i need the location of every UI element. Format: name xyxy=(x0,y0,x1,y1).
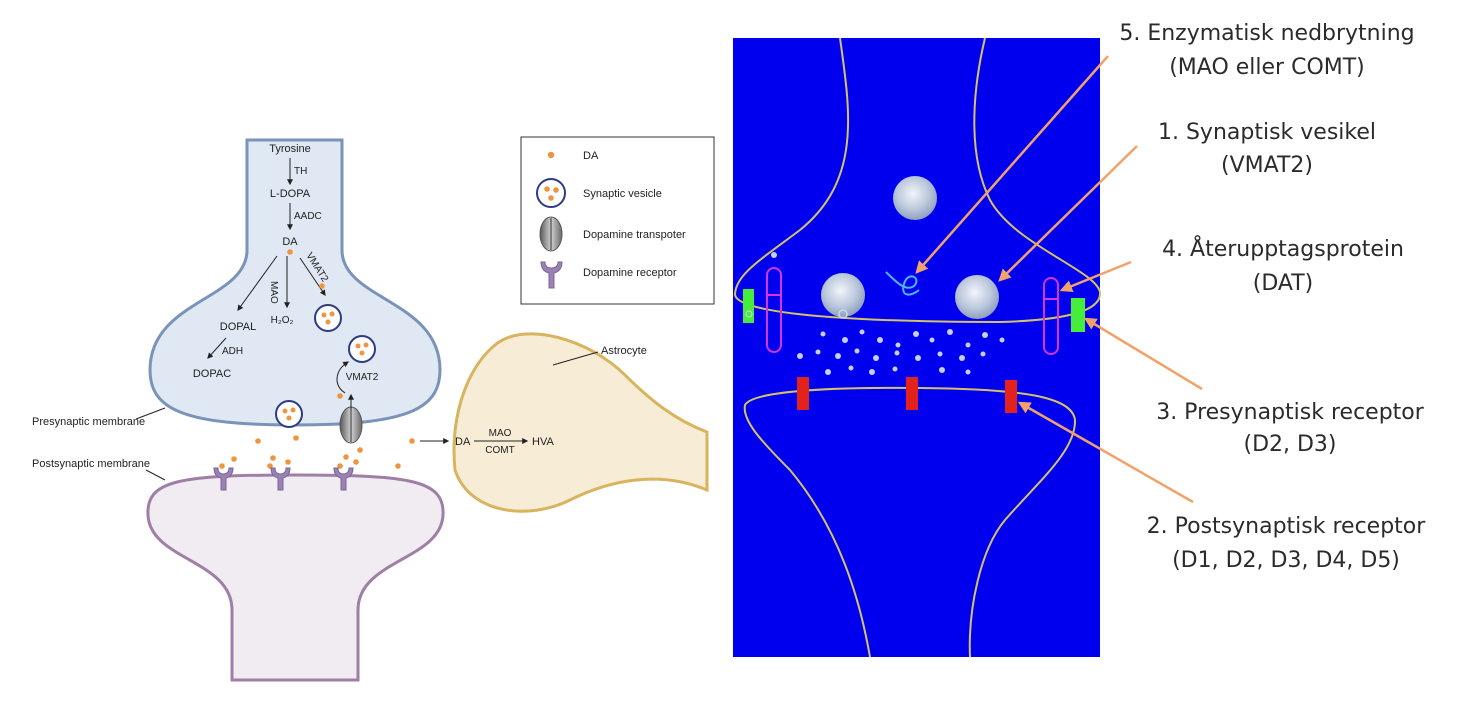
adh-label: ADH xyxy=(222,346,243,357)
dopac-label: DOPAC xyxy=(193,368,231,380)
presynaptic-receptor-left xyxy=(743,289,754,323)
legend-label-receptor: Dopamine receptor xyxy=(583,267,677,279)
arrow-enzyme xyxy=(915,55,1109,274)
transporter-icon xyxy=(539,216,563,252)
presynaptic-leader xyxy=(135,407,166,420)
small-vesicle xyxy=(745,310,753,318)
postsynaptic-receptor xyxy=(906,377,918,410)
da-to-dopal-arrow xyxy=(237,255,278,311)
annotation-2-line1: 2. Postsynaptisk receptor xyxy=(1147,514,1427,539)
transporter-right xyxy=(1043,277,1059,355)
astrocyte-label: Astrocyte xyxy=(601,345,647,357)
dopamine-receptor xyxy=(333,467,354,491)
annotation-labels: 5. Enzymatisk nedbrytning (MAO eller COM… xyxy=(1119,21,1426,573)
annotation-3-line2: (D2, D3) xyxy=(1243,432,1336,457)
da-to-vesicle-arrow xyxy=(299,257,326,296)
presynaptic-outline xyxy=(733,37,1102,324)
transporter-left xyxy=(766,267,782,353)
vmat2-lower-label: VMAT2 xyxy=(346,372,379,383)
enzyme-squiggle xyxy=(885,271,920,296)
postsynaptic-receptor xyxy=(797,377,809,410)
annotation-arrows xyxy=(915,55,1203,504)
synapse-background xyxy=(733,38,1100,657)
legend-label-vesicle: Synaptic vesicle xyxy=(583,188,662,200)
arrow-reuptake xyxy=(1059,260,1132,293)
legend-label-transporter: Dopamine transpoter xyxy=(583,229,686,241)
astro-mao-label: MAO xyxy=(489,428,512,439)
da-label: DA xyxy=(282,236,298,248)
astrocyte xyxy=(452,332,709,513)
presynaptic-terminal xyxy=(148,138,442,427)
presynaptic-membrane-label: Presynaptic membrane xyxy=(32,416,145,428)
tyrosine-label: Tyrosine xyxy=(269,143,311,155)
annotation-5-line1: 5. Enzymatisk nedbrytning xyxy=(1119,21,1414,46)
synaptic-vesicle xyxy=(893,176,937,220)
astrocyte-leader xyxy=(552,351,599,366)
reuptake-arrow xyxy=(336,361,350,394)
dopamine-receptor xyxy=(270,467,291,491)
astro-comt-label: COMT xyxy=(485,445,514,456)
receptor-icon xyxy=(540,261,563,289)
arrow-vesicle xyxy=(998,145,1138,282)
postsynaptic-membrane-label: Postsynaptic membrane xyxy=(32,458,150,470)
synaptic-vesicle xyxy=(348,335,376,363)
right-synapse-diagram: 5. Enzymatisk nedbrytning (MAO eller COM… xyxy=(733,21,1426,658)
aadc-label: AADC xyxy=(294,211,322,222)
astro-da-label: DA xyxy=(455,436,471,448)
annotation-1-line1: 1. Synaptisk vesikel xyxy=(1158,120,1376,145)
annotation-4-line2: (DAT) xyxy=(1253,271,1314,296)
vesicle-icon xyxy=(536,178,566,208)
postsynaptic-outline xyxy=(743,386,1077,658)
annotation-1-line2: (VMAT2) xyxy=(1221,153,1313,178)
postsynaptic-leader xyxy=(145,469,166,481)
postsynaptic-receptor xyxy=(1005,380,1017,413)
dopamine-molecules xyxy=(219,249,415,469)
dopal-label: DOPAL xyxy=(220,321,256,333)
synaptic-vesicle xyxy=(821,273,865,317)
synaptic-vesicle xyxy=(314,304,342,332)
dopamine-transporter xyxy=(339,406,363,444)
ldopa-label: L-DOPA xyxy=(270,188,311,200)
legend-label-da: DA xyxy=(583,150,599,162)
synaptic-vesicle xyxy=(955,275,999,319)
arrow-presynaptic-receptor xyxy=(1083,317,1203,391)
small-vesicle xyxy=(838,309,848,319)
annotation-5-line2: (MAO eller COMT) xyxy=(1169,55,1365,80)
h2o2-label: H₂O₂ xyxy=(271,315,294,326)
arrow-postsynaptic-receptor xyxy=(1017,401,1194,504)
da-dot-icon xyxy=(547,151,555,159)
presynaptic-receptor-right xyxy=(1071,298,1085,332)
dopamine-receptor xyxy=(213,467,234,491)
postsynaptic-terminal xyxy=(146,473,445,682)
legend: DA Synaptic vesicle Dopamine transpoter … xyxy=(520,136,715,305)
hva-label: HVA xyxy=(532,436,554,448)
th-label: TH xyxy=(294,166,307,177)
annotation-3-line1: 3. Presynaptisk receptor xyxy=(1156,400,1425,425)
annotation-2-line2: (D1, D2, D3, D4, D5) xyxy=(1172,548,1400,573)
synaptic-vesicle xyxy=(275,400,303,428)
dopamine-particles xyxy=(771,252,1005,375)
annotation-4-line1: 4. Återupptagsprotein xyxy=(1162,235,1404,262)
mao-label: MAO xyxy=(268,281,279,304)
dopal-to-dopac-arrow xyxy=(207,337,227,359)
left-synapse-diagram: Tyrosine TH L-DOPA AADC DA MAO H₂O₂ VMAT… xyxy=(32,136,715,682)
